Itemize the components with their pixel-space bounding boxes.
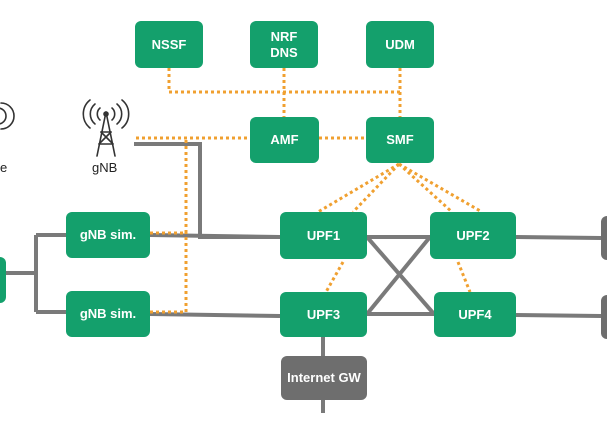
antenna-tower-icon — [82, 99, 130, 157]
nrf-label: NRF — [270, 28, 298, 44]
ctrl-link-gnb-sim-2-to-amf — [150, 233, 188, 314]
ctrl-link-smf-to-upf1 — [317, 162, 400, 214]
data-link-gnb-sim-1-to-upf1 — [149, 233, 281, 239]
upf1-label: UPF1 — [306, 227, 341, 243]
ctrl-link-smf-to-upf2-b — [398, 162, 483, 214]
ue-label-partial: e — [0, 160, 8, 175]
ctrl-link-smf-to-upf1-b — [351, 162, 401, 214]
gnb-sim-1-label: gNB sim. — [79, 227, 137, 242]
ctrl-link-upf1-to-upf3 — [324, 261, 345, 293]
smf-label: SMF — [386, 132, 414, 147]
right-node-partial-top[interactable] — [601, 216, 607, 260]
udm-node[interactable]: UDM — [366, 21, 434, 68]
gnb-sim-2-label: gNB sim. — [79, 306, 137, 321]
nssf-label: NSSF — [151, 36, 187, 52]
data-plane-links — [0, 142, 602, 413]
upf4-node[interactable]: UPF4 — [434, 292, 516, 337]
data-link-upf3-to-upf2 — [365, 235, 432, 316]
nrf-node[interactable]: NRF DNS — [250, 21, 318, 68]
ctrl-link-upf2-to-upf4 — [456, 261, 472, 293]
internet-gw-node[interactable]: Internet GW — [281, 356, 367, 400]
upf3-label: UPF3 — [306, 306, 341, 322]
nssf-node[interactable]: NSSF — [135, 21, 203, 68]
upf3-node[interactable]: UPF3 — [280, 292, 367, 337]
amf-label: AMF — [270, 132, 299, 147]
upf1-node[interactable]: UPF1 — [280, 212, 367, 259]
ctrl-link-smf-to-upf2 — [397, 162, 454, 214]
udm-label: UDM — [385, 36, 415, 52]
right-node-partial-bottom[interactable] — [601, 295, 607, 339]
data-link-upf2-to-right — [515, 235, 602, 240]
smf-node[interactable]: SMF — [366, 117, 434, 163]
upf2-node[interactable]: UPF2 — [430, 212, 516, 259]
amf-node[interactable]: AMF — [250, 117, 319, 163]
gnb-sim-node-2[interactable]: gNB sim. — [66, 291, 150, 337]
dns-label: DNS — [270, 44, 298, 60]
upf2-label: UPF2 — [456, 227, 490, 243]
data-link-gnb-sim-2-to-upf3 — [149, 312, 281, 318]
ue-node-partial[interactable] — [0, 257, 6, 303]
gnb-sim-node-1[interactable]: gNB sim. — [66, 212, 150, 258]
internet-gw-label: Internet GW — [287, 370, 361, 385]
antenna-signal-icon — [0, 102, 15, 130]
control-plane-links — [136, 68, 483, 314]
ctrl-link-gnb-sim-1-to-amf — [150, 138, 188, 235]
data-link-upf4-to-right — [515, 313, 602, 318]
upf4-label: UPF4 — [458, 306, 492, 322]
gnb-label: gNB — [92, 160, 118, 175]
